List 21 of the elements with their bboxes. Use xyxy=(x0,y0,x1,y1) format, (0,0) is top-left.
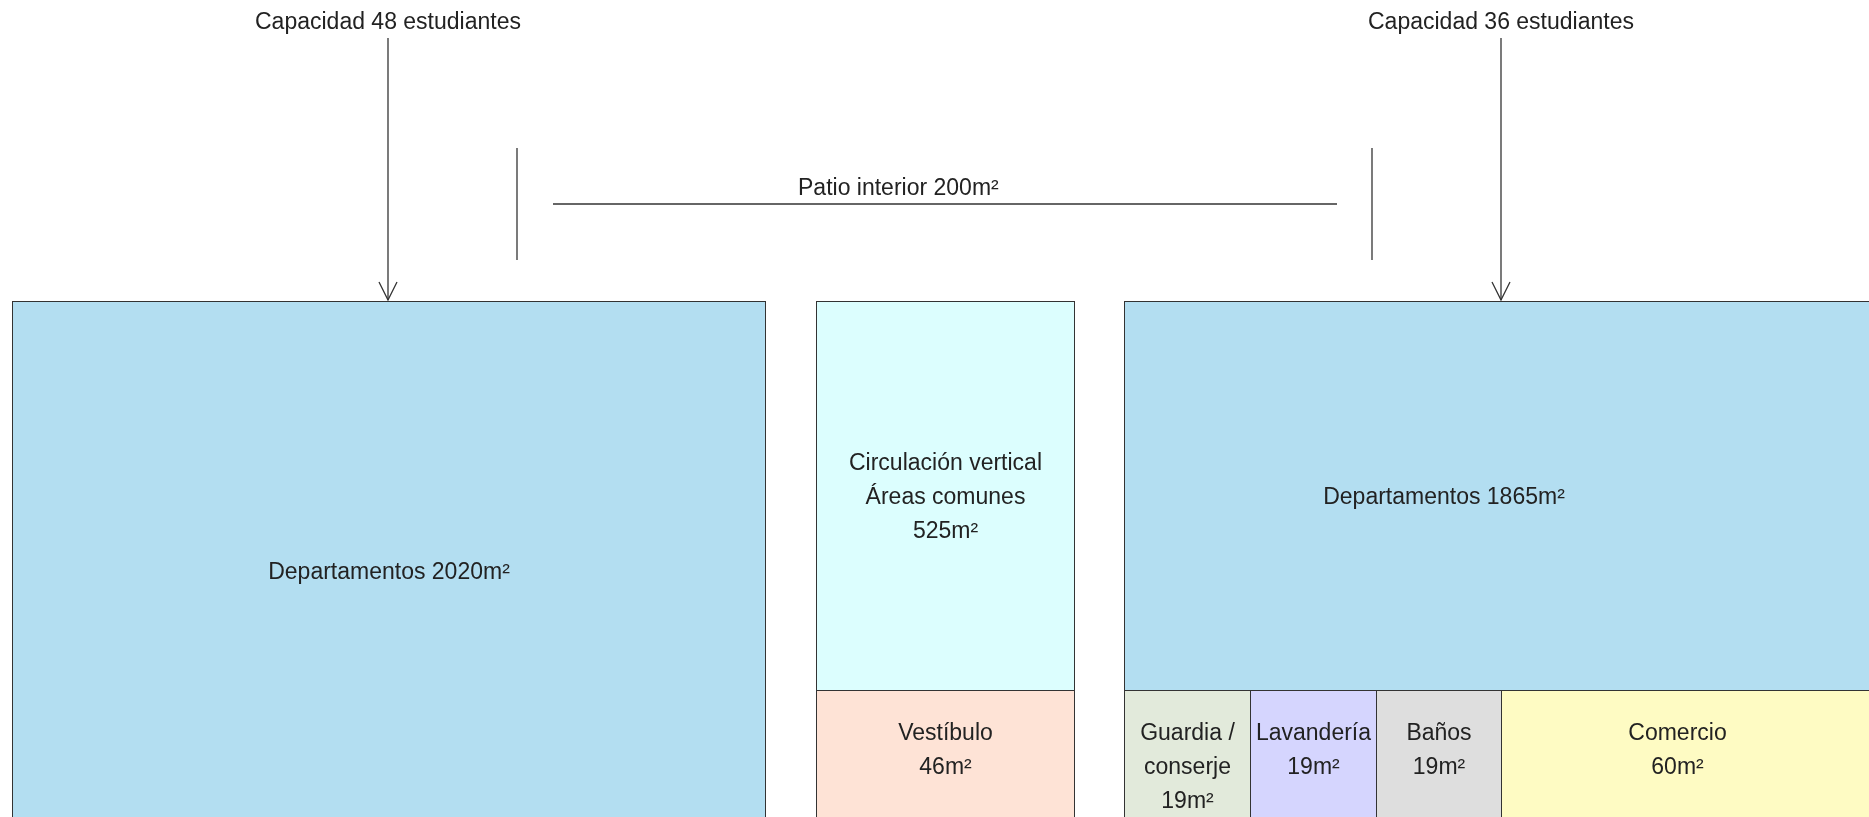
area-block xyxy=(12,301,766,817)
area-block xyxy=(1250,690,1377,817)
area-label: Circulación vertical Áreas comunes 525m² xyxy=(848,448,1043,545)
area-label: Guardia / conserje 19m² xyxy=(1139,718,1236,815)
dimension-label: Patio interior 200m² xyxy=(798,174,999,201)
area-label: Lavandería 19m² xyxy=(1254,718,1373,781)
area-label: Departamentos 1865m² xyxy=(1322,482,1566,511)
arrow xyxy=(378,37,398,301)
area-block xyxy=(816,301,1075,691)
area-block xyxy=(1501,690,1869,817)
capacity-label: Capacidad 48 estudiantes xyxy=(228,4,548,38)
area-block xyxy=(816,690,1075,817)
area-label: Departamentos 2020m² xyxy=(267,557,511,586)
arrow xyxy=(1491,37,1511,301)
capacity-label: Capacidad 36 estudiantes xyxy=(1341,4,1661,38)
area-label: Baños 19m² xyxy=(1405,718,1473,781)
area-label: Vestíbulo 46m² xyxy=(897,718,994,781)
area-block xyxy=(1376,690,1502,817)
area-block xyxy=(1124,301,1869,691)
area-block xyxy=(1124,690,1251,817)
area-label: Comercio 60m² xyxy=(1627,718,1728,781)
